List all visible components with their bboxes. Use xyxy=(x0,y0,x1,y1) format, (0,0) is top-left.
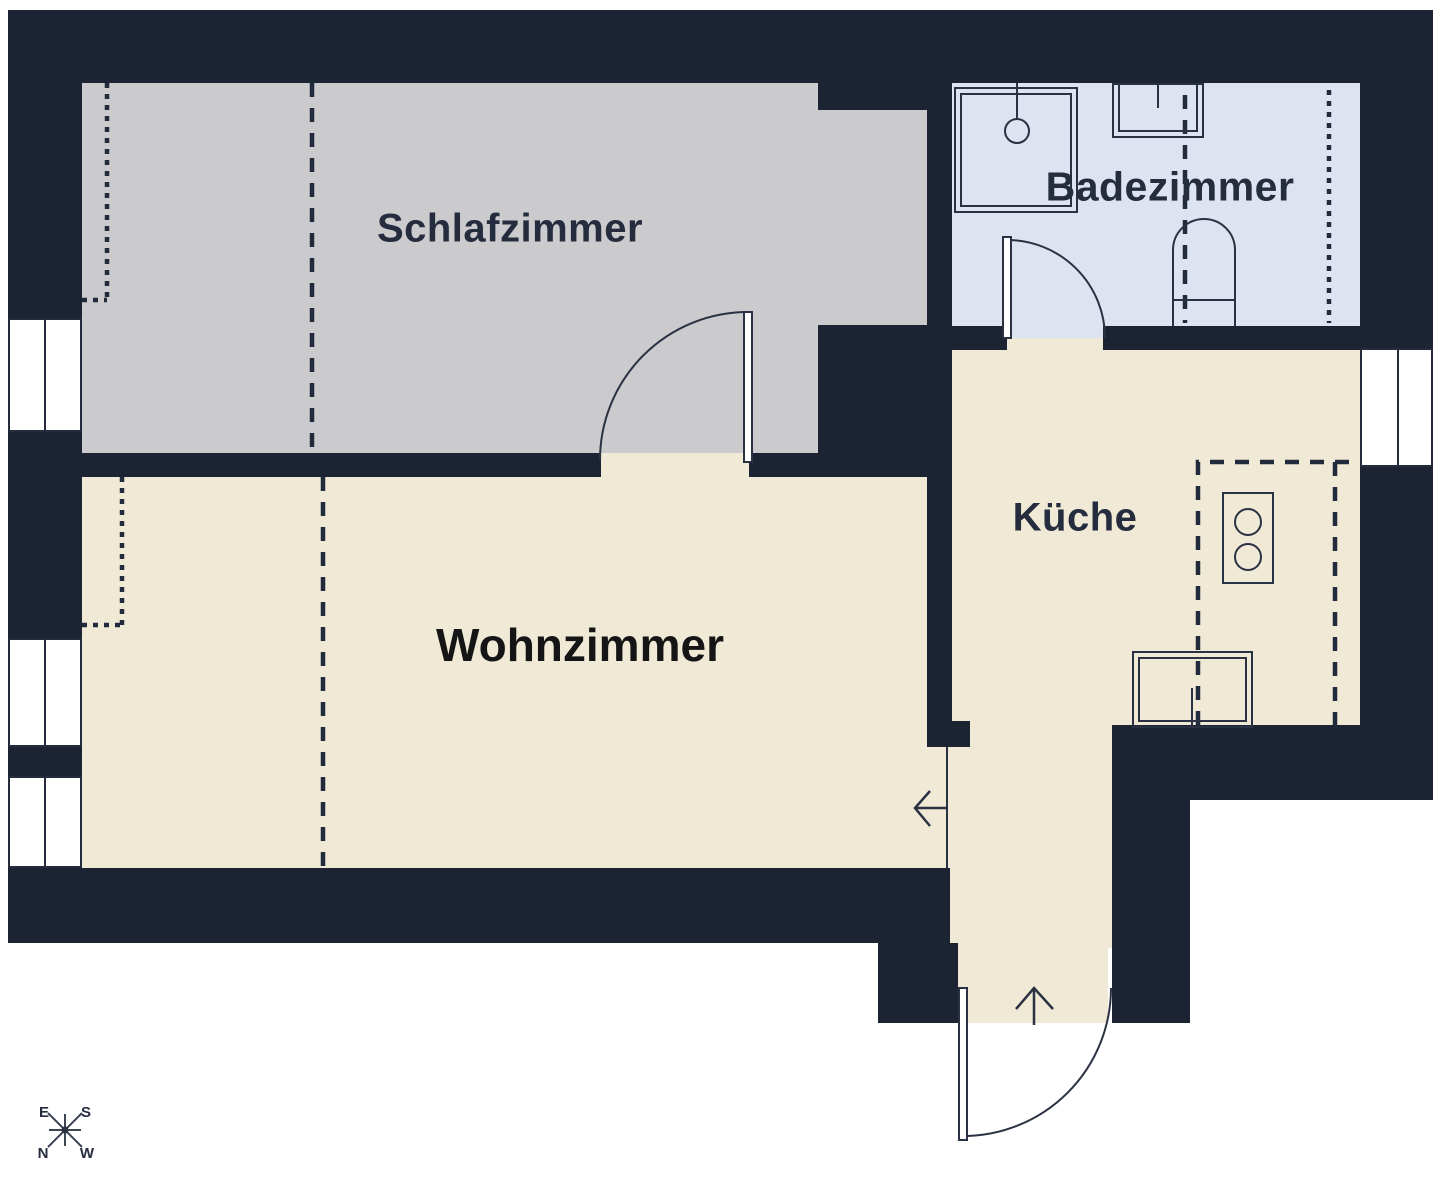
compass-label-s: S xyxy=(81,1104,91,1121)
compass-rose: E S N W xyxy=(38,1104,95,1162)
wall-bedroom-right-block xyxy=(818,325,927,477)
bedroom-window xyxy=(8,318,82,432)
bedroom-floor xyxy=(82,83,818,453)
compass-label-e: E xyxy=(39,1104,49,1121)
hallway-floor xyxy=(947,721,1112,948)
window-divider xyxy=(1397,350,1399,465)
kitchen-window xyxy=(1360,348,1433,467)
wall-top-notch xyxy=(818,10,927,110)
entrance-recess-floor xyxy=(958,948,1108,1023)
wall-hall-right xyxy=(1112,800,1190,1023)
living-room-floor xyxy=(82,477,947,868)
living-room-window-2 xyxy=(8,776,82,868)
wall-entry-left xyxy=(878,943,958,1023)
window-divider xyxy=(44,320,46,430)
room-label-badezimmer: Badezimmer xyxy=(1045,163,1295,210)
room-label-schlafzimmer: Schlafzimmer xyxy=(376,206,644,251)
compass-label-w: W xyxy=(80,1145,95,1162)
compass-rays xyxy=(47,1112,83,1148)
bedroom-door-opening xyxy=(601,453,749,477)
window-divider xyxy=(44,640,46,745)
wall-top-right xyxy=(927,10,1360,83)
living-room-window-1 xyxy=(8,638,82,747)
compass-center-dot xyxy=(61,1126,69,1134)
wall-stub xyxy=(927,721,970,747)
wall-bedroom-living-divider xyxy=(82,453,927,477)
bedroom-floor-extension xyxy=(818,110,927,325)
bathroom-door-opening-lower xyxy=(1007,338,1103,350)
wall-right-lower xyxy=(1360,467,1433,725)
room-label-kueche: Küche xyxy=(1012,495,1138,540)
wall-right-upper xyxy=(1360,10,1433,348)
wall-top-left xyxy=(8,10,818,83)
window-divider xyxy=(44,778,46,866)
wall-kitchen-bottom xyxy=(1112,725,1433,800)
wall-living-bottom xyxy=(8,868,950,943)
bathroom-door-opening-upper xyxy=(1007,326,1103,338)
compass-label-n: N xyxy=(38,1145,49,1162)
room-label-wohnzimmer: Wohnzimmer xyxy=(436,619,724,671)
wall-mid-vertical xyxy=(927,83,952,721)
